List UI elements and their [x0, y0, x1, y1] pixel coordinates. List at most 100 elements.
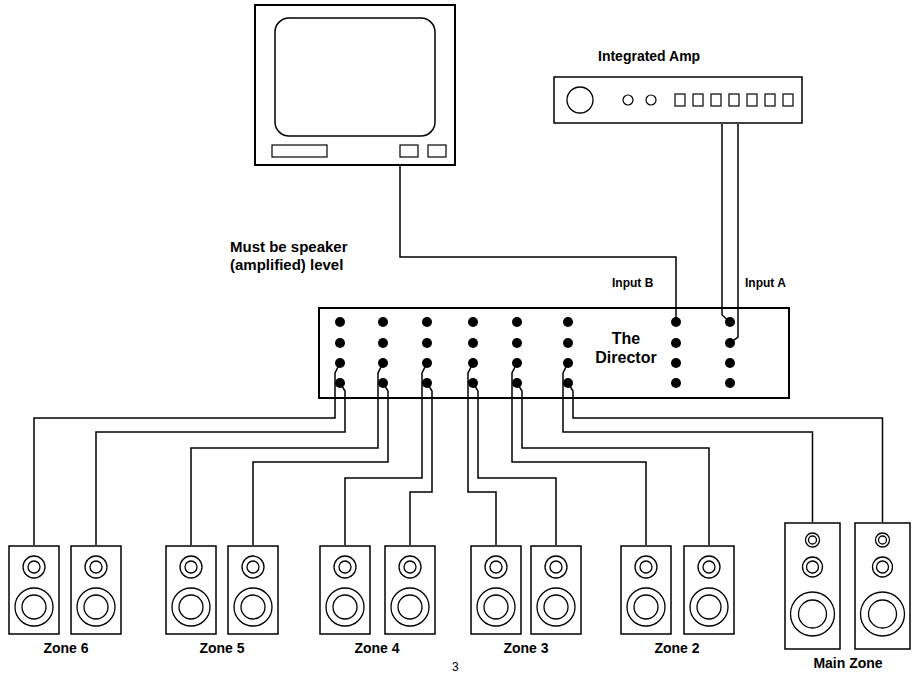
speaker-driver	[550, 561, 562, 573]
speaker-driver	[90, 561, 102, 573]
speaker-icon	[620, 545, 672, 635]
speaker-icon	[227, 545, 279, 635]
tv-slot	[272, 145, 327, 157]
speaker-driver	[698, 556, 720, 578]
speaker-driver	[77, 588, 115, 626]
tv-button	[400, 145, 418, 157]
speaker-driver	[179, 595, 203, 619]
wire-note: Must be speaker (amplified) level	[230, 238, 400, 274]
tv-speaker-wire	[400, 165, 676, 307]
volume-knob	[567, 87, 593, 113]
terminal-wire	[517, 383, 522, 399]
speaker-driver	[85, 556, 107, 578]
zone-label: Zone 3	[465, 640, 587, 656]
speaker-driver	[247, 561, 259, 573]
terminal-wire	[722, 307, 730, 322]
speaker-driver	[242, 556, 264, 578]
speaker-driver	[537, 588, 575, 626]
box-title: The Director	[586, 329, 666, 367]
zone-label: Main Zone	[780, 655, 916, 671]
terminal-wire	[335, 363, 340, 399]
speaker-icon	[70, 545, 122, 635]
speaker-icon	[683, 545, 735, 635]
speaker-cabinet	[471, 546, 521, 634]
push-button	[783, 94, 793, 106]
speaker-driver	[398, 595, 422, 619]
tv-cabinet	[255, 5, 455, 165]
amplifier-case	[554, 77, 802, 123]
speaker-zone: Zone 2	[615, 545, 739, 656]
speaker-driver	[879, 536, 887, 544]
speaker-wire	[522, 399, 709, 545]
speaker-driver	[399, 556, 421, 578]
speaker-zone: Zone 5	[160, 545, 284, 656]
speaker-driver	[627, 588, 665, 626]
speaker-cabinet	[385, 546, 435, 634]
binding-post	[563, 317, 573, 327]
speaker-wire	[253, 399, 388, 545]
tv-button	[428, 145, 446, 157]
speaker-driver	[640, 561, 652, 573]
zone-label: Zone 4	[314, 640, 440, 656]
amplifier-illustration	[553, 76, 803, 124]
binding-post	[671, 338, 681, 348]
push-button	[675, 94, 685, 106]
speaker-driver	[185, 561, 197, 573]
speaker-driver	[334, 556, 356, 578]
speaker-driver	[326, 588, 364, 626]
speaker-driver	[28, 561, 40, 573]
speaker-wire	[512, 399, 646, 545]
speaker-cabinet	[684, 546, 734, 634]
zone-label: Zone 6	[4, 640, 128, 656]
amplifier-label: Integrated Amp	[598, 48, 808, 64]
label-anchor: Input B	[612, 276, 664, 290]
speaker-driver	[873, 557, 893, 577]
speaker-driver	[697, 595, 721, 619]
speaker-driver	[799, 600, 827, 628]
push-button	[747, 94, 757, 106]
terminal-wire	[383, 383, 388, 399]
speaker-zone: Main Zone	[780, 522, 916, 671]
binding-post	[671, 378, 681, 388]
amplifier: Integrated Amp	[553, 48, 808, 124]
speaker-wire	[721, 124, 723, 307]
binding-post	[335, 317, 345, 327]
page-number: 3	[452, 660, 472, 674]
speaker-driver	[15, 588, 53, 626]
speaker-wire	[410, 399, 432, 545]
terminal-wire	[468, 363, 473, 399]
speaker-driver	[803, 557, 823, 577]
binding-post	[725, 358, 735, 368]
label-anchor: Must be speaker (amplified) level	[230, 238, 400, 274]
speaker-cabinet	[9, 546, 59, 634]
speaker-zone: Zone 3	[465, 545, 587, 656]
speaker-icon	[8, 545, 60, 635]
speaker-zone: Zone 4	[314, 545, 440, 656]
speaker-cabinet	[621, 546, 671, 634]
speaker-driver	[391, 588, 429, 626]
binding-post	[422, 338, 432, 348]
zone-label: Zone 2	[615, 640, 739, 656]
zone-label: Zone 5	[160, 640, 284, 656]
speaker-cabinet	[228, 546, 278, 634]
speaker-driver	[869, 600, 897, 628]
speaker-icon	[530, 545, 582, 635]
speaker-wire	[191, 399, 378, 545]
speaker-driver	[877, 561, 889, 573]
binding-post	[725, 378, 735, 388]
speaker-driver	[635, 556, 657, 578]
terminal-wire	[340, 383, 345, 399]
speaker-icon	[784, 522, 841, 650]
label-anchor: 3	[452, 660, 472, 674]
speaker-icon	[470, 545, 522, 635]
speaker-driver	[545, 556, 567, 578]
terminal-wire	[427, 383, 432, 399]
speaker-cabinet	[785, 523, 840, 649]
terminal-wire	[422, 363, 427, 399]
speaker-driver	[23, 556, 45, 578]
binding-post	[512, 317, 522, 327]
speaker-icon	[319, 545, 371, 635]
speaker-icon	[854, 522, 911, 650]
television-illustration	[255, 5, 455, 165]
binding-post	[512, 338, 522, 348]
